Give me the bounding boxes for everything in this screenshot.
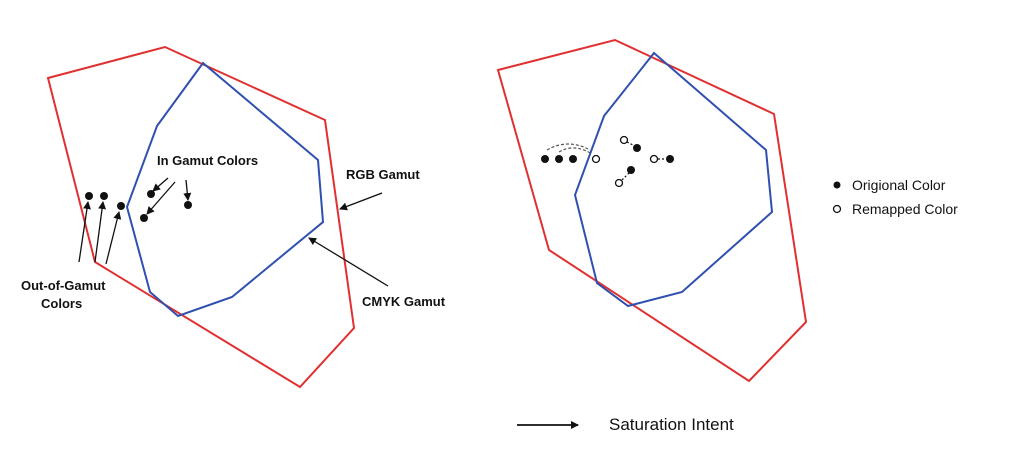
rgb-gamut-polygon-left: [46, 45, 356, 389]
pointer-arrow: [94, 201, 107, 263]
legend-original-label: Origional Color: [852, 177, 946, 193]
rgb-gamut-polygon-right: [496, 38, 808, 383]
remap-connector: [626, 141, 636, 147]
original-color-point: [541, 155, 549, 163]
remap-arc: [546, 143, 591, 151]
in-gamut-point: [147, 190, 155, 198]
pointer-arrow: [105, 211, 122, 265]
remapped-color-point: [649, 154, 659, 164]
out-of-gamut-point: [117, 202, 125, 210]
in-gamut-point: [140, 214, 148, 222]
original-color-point: [569, 155, 577, 163]
remapped-color-point: [591, 154, 601, 164]
original-color-point: [555, 155, 563, 163]
rgb-gamut-pointer-arrow: [339, 192, 383, 211]
remap-arc: [558, 147, 593, 155]
remap-connector: [621, 172, 630, 181]
out-of-gamut-label-line1: Out-of-Gamut: [21, 278, 106, 293]
out-of-gamut-label-line2: Colors: [41, 296, 82, 311]
pointer-arrow: [183, 179, 192, 201]
original-color-point: [666, 155, 674, 163]
pointer-arrow: [152, 177, 169, 192]
out-of-gamut-point: [85, 192, 93, 200]
original-color-point: [627, 166, 635, 174]
left-panel: In Gamut Colors RGB Gamut CMYK Gamut Out…: [21, 45, 446, 389]
caption: Saturation Intent: [517, 415, 734, 434]
remapped-color-point: [614, 178, 624, 188]
legend: Origional Color Remapped Color: [832, 177, 958, 217]
cmyk-gamut-polygon-right: [573, 51, 774, 308]
legend-remapped-label: Remapped Color: [852, 201, 958, 217]
cmyk-gamut-label: CMYK Gamut: [362, 294, 446, 309]
caption-label: Saturation Intent: [609, 415, 734, 434]
pointer-arrow: [78, 201, 91, 263]
cmyk-gamut-pointer-arrow: [308, 237, 389, 287]
right-panel: [496, 38, 808, 383]
remapped-color-point: [619, 135, 629, 145]
in-gamut-point: [184, 201, 192, 209]
in-gamut-colors-label: In Gamut Colors: [157, 153, 258, 168]
pointer-arrow: [146, 181, 176, 215]
cmyk-gamut-polygon-left: [125, 61, 325, 318]
legend-remapped-marker: [832, 204, 842, 214]
legend-original-marker: [833, 181, 841, 189]
out-of-gamut-point: [100, 192, 108, 200]
original-color-point: [633, 144, 641, 152]
rgb-gamut-label: RGB Gamut: [346, 167, 420, 182]
